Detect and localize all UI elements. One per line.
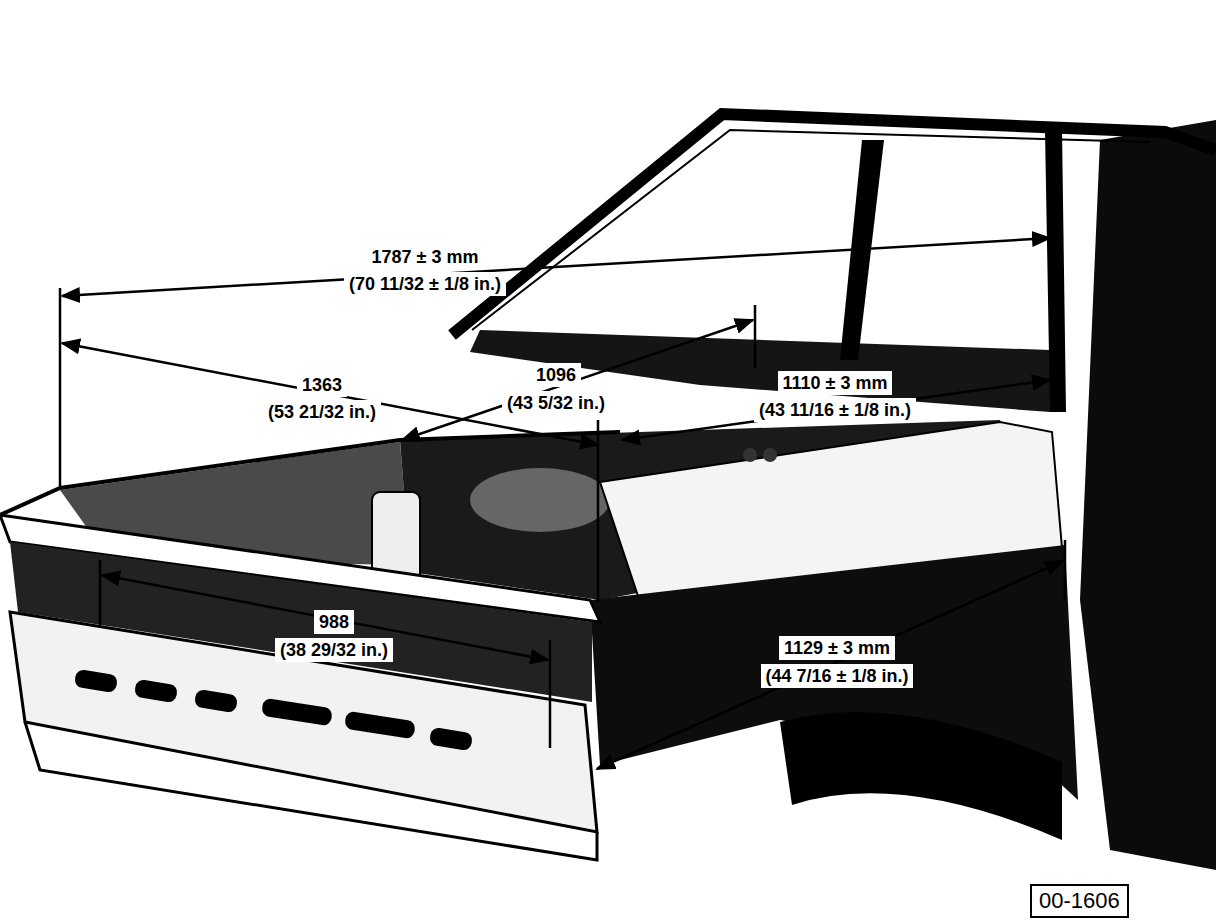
bumper-slot — [74, 669, 118, 693]
dimension-label: 988 — [314, 610, 354, 634]
bumper-slots — [74, 669, 473, 751]
a-pillar — [1045, 130, 1066, 412]
extension-line — [1064, 540, 1067, 600]
dimension-label: 1110 ± 3 mm — [778, 371, 893, 395]
strut-hole — [743, 448, 757, 462]
dimension-line — [597, 561, 1063, 769]
bumper-slot — [261, 698, 333, 727]
lower-apron — [25, 722, 597, 860]
dimension-line — [62, 238, 1050, 296]
dimension-label: (43 11/16 ± 1/8 in.) — [754, 398, 916, 422]
extension-line — [597, 420, 600, 602]
door-opening — [1080, 120, 1216, 870]
dimension-label: (44 7/16 ± 1/8 in.) — [761, 664, 914, 688]
dimension-label: (53 21/32 in.) — [263, 400, 381, 424]
hood-edge — [0, 432, 620, 515]
extension-line — [1052, 225, 1055, 405]
bumper-slot — [344, 711, 416, 740]
figure-number: 00-1606 — [1039, 888, 1120, 914]
extension-line — [754, 305, 757, 368]
bumper-slot — [194, 689, 238, 713]
wheel-arch — [780, 712, 1062, 840]
figure-number-box: 00-1606 — [1030, 884, 1129, 918]
bumper — [10, 612, 597, 832]
windshield-frame — [452, 114, 1216, 335]
dimension-label: (43 5/32 in.) — [502, 391, 610, 415]
bumper-slot — [429, 727, 473, 751]
engine-part — [470, 468, 610, 532]
extension-line — [549, 640, 552, 748]
dimension-label: (70 11/32 ± 1/8 in.) — [344, 272, 506, 296]
dimension-label: (38 29/32 in.) — [275, 638, 393, 662]
extension-line — [59, 288, 62, 486]
extension-line — [99, 560, 102, 625]
dimension-label: 1363 — [297, 373, 347, 397]
dimension-label: 1096 — [531, 363, 581, 387]
dimension-label: 1129 ± 3 mm — [779, 636, 895, 660]
dimension-lines — [60, 225, 1065, 769]
dimension-line — [402, 320, 753, 440]
bumper-slot — [134, 679, 178, 703]
strut-hole — [763, 448, 777, 462]
dimension-label: 1787 ± 3 mm — [367, 245, 484, 269]
